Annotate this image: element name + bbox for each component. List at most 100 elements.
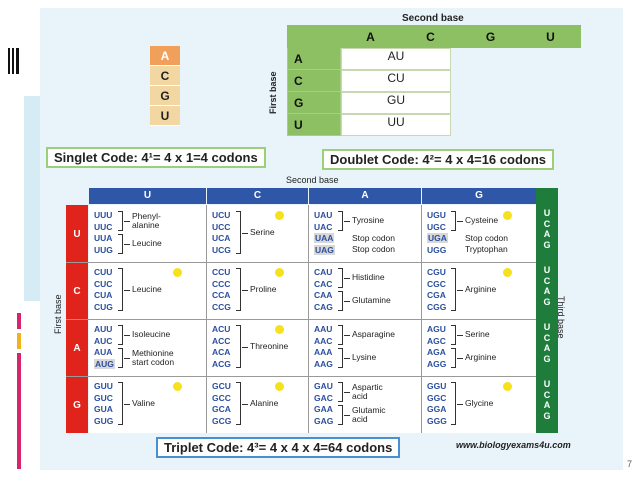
codon: AUC xyxy=(94,335,113,346)
bracket-tick xyxy=(242,346,248,348)
codon-bracket xyxy=(118,268,123,311)
yellow-dot-icon xyxy=(275,325,284,334)
website-credit: www.biologyexams4u.com xyxy=(456,440,571,450)
codon: UUA xyxy=(94,233,113,243)
codon-bracket xyxy=(338,325,343,345)
codon: GGU xyxy=(427,381,447,391)
codon-bracket xyxy=(338,405,343,425)
doublet-cell: CU xyxy=(341,69,451,92)
doublet-column-header: G xyxy=(460,25,521,48)
codon: UGA xyxy=(427,233,448,243)
first-base: U xyxy=(73,229,81,240)
bracket-tick xyxy=(242,289,248,291)
yellow-dot-icon xyxy=(503,382,512,391)
codon: GAC xyxy=(314,392,333,403)
amino-acid-label: Arginine xyxy=(465,352,497,363)
bracket-tick xyxy=(344,335,350,336)
singlet-base: G xyxy=(150,86,180,106)
amino-acid-label: Proline xyxy=(250,283,277,294)
codon: GAG xyxy=(314,415,334,426)
codon: CUC xyxy=(94,278,113,289)
codon: ACU xyxy=(212,324,231,334)
codon: CAC xyxy=(314,278,333,289)
codon: AGU xyxy=(427,324,446,334)
amino-acid-label: Tryptophan xyxy=(465,244,508,254)
triplet-column-header: G xyxy=(422,188,536,204)
codon-bracket xyxy=(236,382,241,425)
codon: CCG xyxy=(212,301,231,312)
codon: GCG xyxy=(212,415,232,426)
yellow-dot-icon xyxy=(503,268,512,277)
codon: UCA xyxy=(212,233,231,243)
doublet-row-header: C xyxy=(287,69,341,92)
codon-bracket xyxy=(338,268,343,288)
amino-acid-label: Serine xyxy=(465,329,490,340)
doublet-first-base-label: First base xyxy=(268,71,278,114)
codon: CGA xyxy=(427,290,446,300)
codon-bracket xyxy=(236,211,241,254)
bracket-tick xyxy=(344,221,350,222)
codon: CCA xyxy=(212,290,231,300)
doublet-row-header: A xyxy=(287,47,341,70)
codon: GGG xyxy=(427,415,447,426)
yellow-dot-icon xyxy=(173,268,182,277)
codon: AAU xyxy=(314,324,333,334)
codon-bracket xyxy=(451,382,456,425)
amino-acid-label: Alanine xyxy=(250,397,279,408)
bracket-tick xyxy=(124,244,130,245)
singlet-bases: A C G U xyxy=(150,46,180,126)
first-base: C xyxy=(73,286,81,297)
bracket-tick xyxy=(457,358,463,359)
amino-acid-label: Histidine xyxy=(352,272,385,283)
codon: CUU xyxy=(94,267,113,277)
amino-acid-label: Phenyl-alanine xyxy=(132,210,161,230)
codon: AGG xyxy=(427,358,447,369)
grid-divider xyxy=(66,376,536,377)
triplet-column-header: C xyxy=(207,188,308,204)
codon-bracket xyxy=(451,268,456,311)
codon-bracket xyxy=(118,325,123,345)
doublet-column-header: U xyxy=(520,25,581,48)
codon: AAA xyxy=(314,347,333,357)
amino-acid-label: Lysine xyxy=(352,352,377,363)
amino-acid-label: Valine xyxy=(132,397,155,408)
codon: UUC xyxy=(94,221,113,232)
bracket-tick xyxy=(344,301,350,302)
codon: GGC xyxy=(427,392,447,403)
codon: CAU xyxy=(314,267,333,277)
doublet-code-label: Doublet Code: 4²= 4 x 4=16 codons xyxy=(322,149,554,170)
codon-bracket xyxy=(338,382,343,402)
bracket-tick xyxy=(457,403,463,405)
codon: CGC xyxy=(427,278,446,289)
codon: UAG xyxy=(314,244,335,255)
codon: UCC xyxy=(212,221,231,232)
codon-bracket xyxy=(451,325,456,345)
codon: UCU xyxy=(212,210,231,220)
grid-divider xyxy=(66,262,536,263)
codon: GAU xyxy=(314,381,333,391)
triplet-third-base-label: Third base xyxy=(556,296,566,339)
bracket-tick xyxy=(242,232,248,234)
codon: UUU xyxy=(94,210,113,220)
bracket-tick xyxy=(124,289,130,291)
bracket-tick xyxy=(124,221,130,222)
codon-bracket xyxy=(338,211,343,231)
codon: GUU xyxy=(94,381,113,391)
amino-acid-label: Arginine xyxy=(465,283,497,294)
codon: UAU xyxy=(314,210,333,220)
codon: GCC xyxy=(212,392,231,403)
bracket-tick xyxy=(457,221,463,222)
